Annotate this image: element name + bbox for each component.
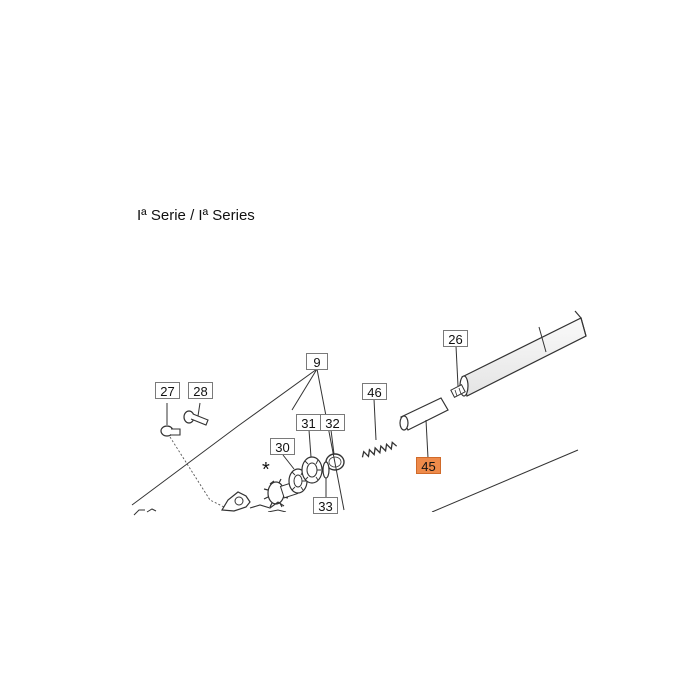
group-bracket-9: [131, 368, 345, 511]
rod-part-45: [399, 397, 449, 431]
gearbox-housing: [220, 491, 287, 513]
shaft-end-part-26: [450, 384, 466, 398]
callout-31[interactable]: 31: [296, 414, 321, 431]
callout-26[interactable]: 26: [443, 330, 468, 347]
callout-46[interactable]: 46: [362, 383, 387, 400]
series-title: Iª Serie / Iª Series: [137, 207, 255, 224]
callout-28[interactable]: 28: [188, 382, 213, 399]
leader-28: [197, 402, 201, 417]
leader-45: [425, 419, 429, 459]
drive-shaft-tube: [459, 310, 587, 397]
callout-30[interactable]: 30: [270, 438, 295, 455]
leader-46: [373, 398, 377, 441]
callout-33[interactable]: 33: [313, 497, 338, 514]
callout-32[interactable]: 32: [320, 414, 345, 431]
bearing-part-31: [301, 456, 323, 484]
callout-45-highlighted[interactable]: 45: [416, 457, 441, 474]
screw-part-27: [160, 425, 181, 437]
ring-part-33: [322, 461, 330, 479]
cut-off-callout: [133, 508, 157, 516]
spring-part-46: [361, 441, 398, 458]
housing-outline-line: [431, 449, 579, 513]
callout-9[interactable]: 9: [306, 353, 328, 370]
callout-27[interactable]: 27: [155, 382, 180, 399]
assembly-dashed-line: [169, 436, 227, 509]
leader-32: [330, 429, 335, 455]
asterisk-marker: *: [262, 459, 270, 481]
leader-26: [455, 345, 459, 387]
bevel-pinion-gear: [263, 478, 299, 508]
bolt-part-28: [183, 410, 209, 426]
leader-30: [282, 454, 295, 470]
leader-31: [308, 429, 312, 458]
